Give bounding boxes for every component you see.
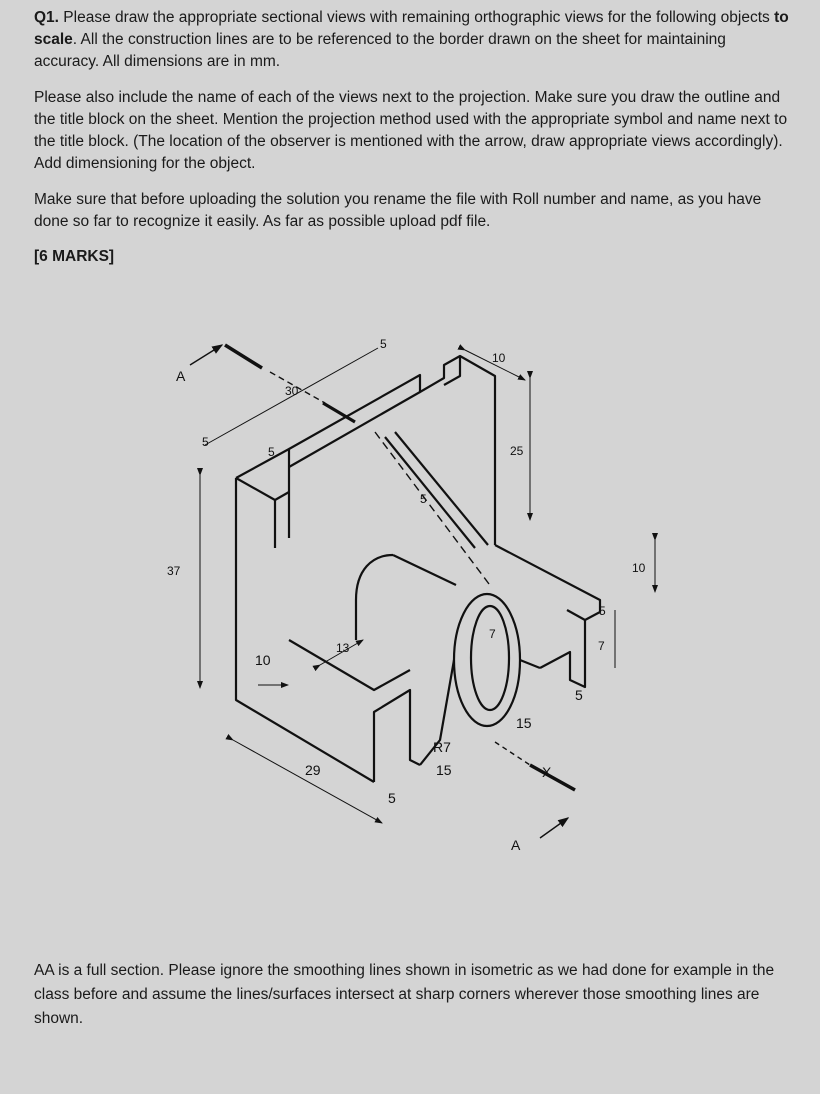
- dim-5-bottom: 5: [388, 790, 396, 806]
- dim-10-right: 10: [632, 561, 646, 575]
- dim-5-rib: 5: [420, 492, 427, 506]
- dim-25: 25: [510, 444, 524, 458]
- dim-15-right: 15: [516, 715, 532, 731]
- question-number: Q1.: [34, 9, 59, 26]
- instructions-text: Please also include the name of each of …: [34, 89, 788, 172]
- dim-29: 29: [305, 762, 321, 778]
- dim-37: 37: [167, 564, 181, 578]
- dim-7-slot: 7: [489, 627, 496, 641]
- section-line: [189, 343, 576, 839]
- dim-10-base: 10: [255, 652, 271, 668]
- object-outline: [234, 354, 602, 783]
- dimension-lines: [197, 344, 658, 824]
- dim-30: 30: [285, 384, 299, 398]
- note-text: AA is a full section. Please ignore the …: [34, 962, 775, 1027]
- question-text-part1: Please draw the appropriate sectional vi…: [58, 9, 775, 26]
- dim-7-step: 7: [598, 639, 605, 653]
- dim-r7: R7: [433, 739, 451, 755]
- section-label-bottom: A: [511, 837, 521, 853]
- section-label-top: A: [176, 368, 186, 384]
- question-text-emphasis: to scale: [34, 9, 789, 48]
- marks-label: [6 MARKS]: [34, 248, 115, 265]
- dim-5-step: 5: [599, 604, 606, 618]
- question-text-part2: . All the construction lines are to be r…: [34, 31, 726, 70]
- isometric-drawing: A A 5 10 30 5 5 5 25 37 10 13 29 5 R7 15…: [167, 337, 658, 853]
- dim-15-hole: 15: [436, 762, 452, 778]
- question-paragraph: Q1. Please draw the appropriate sectiona…: [34, 7, 790, 73]
- note-paragraph: AA is a full section. Please ignore the …: [34, 959, 790, 1031]
- dim-10-top: 10: [492, 351, 506, 365]
- dim-5-left: 5: [202, 435, 209, 449]
- dim-x-mark: X: [542, 764, 552, 780]
- instructions-paragraph: Please also include the name of each of …: [34, 87, 790, 175]
- dim-5-right: 5: [575, 687, 583, 703]
- dim-5-top: 5: [380, 337, 387, 351]
- upload-text: Make sure that before uploading the solu…: [34, 191, 762, 230]
- upload-paragraph: Make sure that before uploading the solu…: [34, 189, 790, 233]
- dim-5-inner: 5: [268, 445, 275, 459]
- dim-13: 13: [336, 641, 350, 655]
